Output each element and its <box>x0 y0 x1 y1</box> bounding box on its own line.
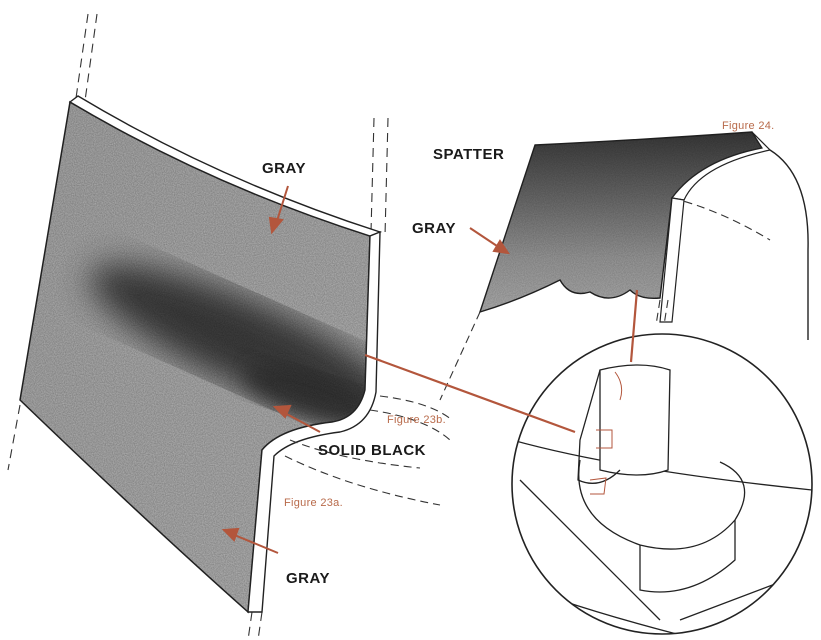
magnified-detail-circle <box>511 333 813 635</box>
leader-arrows <box>221 185 639 554</box>
figure-23a-panel <box>19 95 383 614</box>
figure-23-dashed-arcs <box>284 395 453 506</box>
label-spatter: SPATTER <box>433 146 504 163</box>
label-gray-top: GRAY <box>262 160 306 177</box>
caption-figure-24: Figure 24. <box>722 120 775 132</box>
label-solid-black: SOLID BLACK <box>318 442 426 459</box>
label-gray-bottom: GRAY <box>286 570 330 587</box>
label-gray-right: GRAY <box>412 220 456 237</box>
figure-24-panel <box>439 131 809 401</box>
caption-figure-23b: Figure 23b. <box>387 414 446 426</box>
guide-lines-left <box>7 13 389 640</box>
caption-figure-23a: Figure 23a. <box>284 497 343 509</box>
labels: GRAY SPATTER GRAY SOLID BLACK GRAY Figur… <box>262 120 775 587</box>
